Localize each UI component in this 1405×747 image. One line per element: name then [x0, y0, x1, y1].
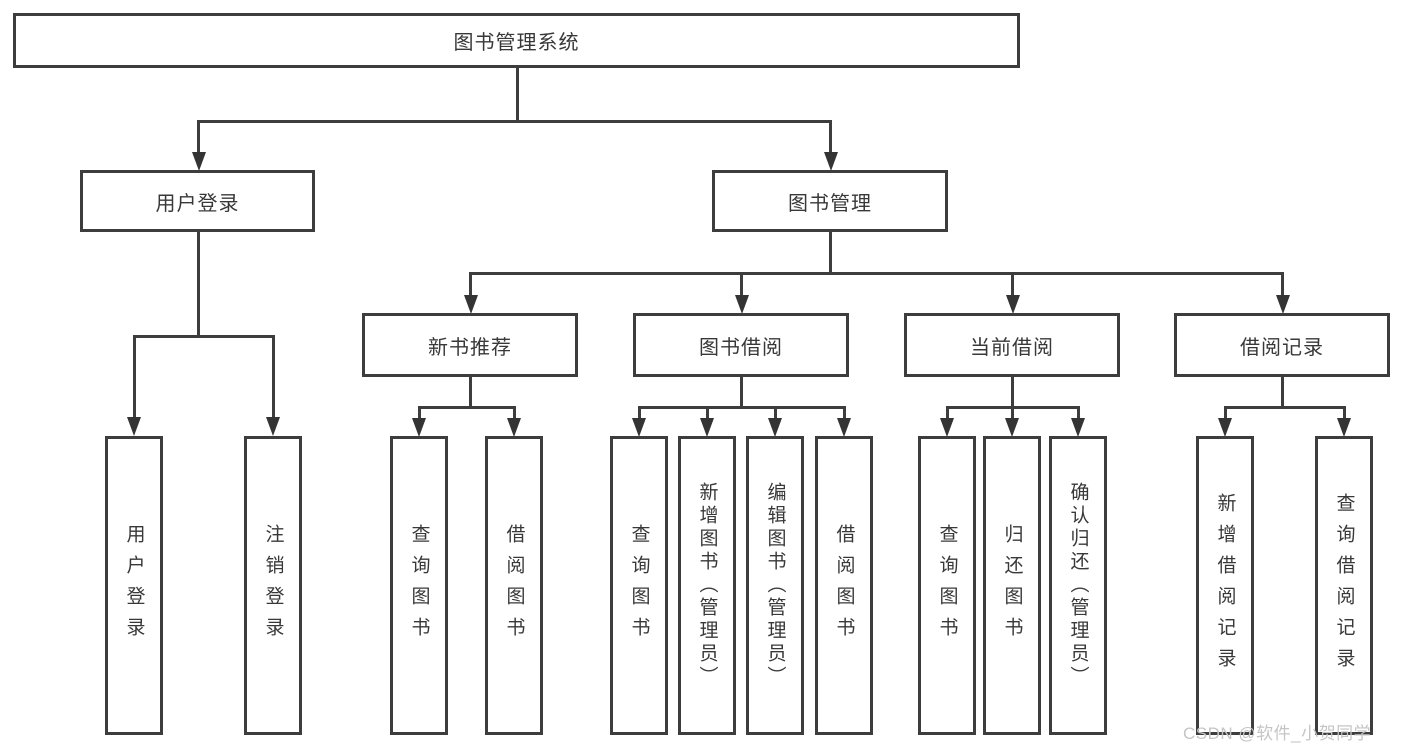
connector-line	[418, 406, 421, 418]
leaf-label: 查询图书	[408, 523, 430, 648]
leaf-label: 归还图书	[1001, 523, 1023, 648]
arrowhead-down-icon	[507, 418, 521, 437]
connector-line	[843, 406, 846, 418]
connector-line	[1281, 377, 1284, 406]
connector-line	[197, 232, 200, 335]
arrowhead-down-icon	[632, 418, 646, 437]
connector-line	[418, 406, 516, 409]
node-book-borrow: 图书借阅	[633, 313, 849, 377]
node-new-book-recommend: 新书推荐	[362, 313, 578, 377]
connector-line	[1224, 406, 1345, 409]
arrowhead-down-icon	[412, 418, 426, 437]
arrowhead-down-icon	[1276, 295, 1290, 314]
connector-line	[1077, 406, 1080, 418]
connector-line	[1011, 377, 1014, 406]
connector-line	[1343, 406, 1346, 418]
connector-line	[638, 406, 641, 418]
connector-line	[133, 335, 136, 417]
node-label: 新书推荐	[428, 336, 512, 359]
leaf-label: 注销登录	[262, 523, 284, 648]
connector-line	[740, 272, 743, 295]
connector-line	[946, 406, 949, 418]
connector-line	[469, 272, 1283, 275]
leaf-query-borrow-record: 查询借阅记录	[1315, 436, 1373, 735]
node-label: 当前借阅	[970, 336, 1054, 359]
arrowhead-down-icon	[1005, 418, 1019, 437]
leaf-borrow-books-recommend: 借阅图书	[485, 436, 543, 735]
arrowhead-down-icon	[464, 295, 478, 314]
arrowhead-down-icon	[266, 417, 280, 436]
connector-line	[469, 272, 472, 295]
arrowhead-down-icon	[1218, 418, 1232, 437]
arrowhead-down-icon	[735, 295, 749, 314]
leaf-add-books-admin: 新增图书（管理员）	[678, 436, 736, 735]
node-label: 图书管理	[788, 192, 872, 215]
leaf-label: 编辑图书（管理员）	[764, 482, 786, 689]
arrowhead-down-icon	[768, 418, 782, 437]
leaf-label: 借阅图书	[833, 523, 855, 648]
node-label: 图书管理系统	[453, 32, 580, 54]
node-label: 用户登录	[155, 192, 240, 215]
leaf-label: 新增借阅记录	[1214, 492, 1236, 679]
leaf-query-books-current: 查询图书	[918, 436, 976, 735]
node-current-borrow: 当前借阅	[904, 313, 1120, 377]
connector-line	[469, 377, 472, 406]
connector-line	[516, 68, 519, 120]
node-label: 图书借阅	[699, 336, 783, 359]
arrowhead-down-icon	[1071, 418, 1085, 437]
connector-line	[1011, 272, 1014, 295]
leaf-label: 查询图书	[936, 523, 958, 648]
leaf-return-books: 归还图书	[983, 436, 1041, 735]
arrowhead-down-icon	[192, 152, 206, 171]
connector-line	[638, 406, 846, 409]
leaf-user-login: 用户登录	[105, 436, 163, 735]
connector-line	[706, 406, 709, 418]
leaf-label: 用户登录	[123, 523, 145, 648]
connector-line	[774, 406, 777, 418]
connector-line	[740, 377, 743, 406]
leaf-label: 新增图书（管理员）	[696, 482, 718, 689]
node-borrow-records: 借阅记录	[1174, 313, 1390, 377]
leaf-edit-books-admin: 编辑图书（管理员）	[746, 436, 804, 735]
connector-line	[133, 335, 275, 338]
arrowhead-down-icon	[837, 418, 851, 437]
csdn-watermark: CSDN @软件_小贺同学	[1183, 724, 1372, 743]
leaf-query-books-recommend: 查询图书	[390, 436, 448, 735]
leaf-label: 查询图书	[628, 523, 650, 648]
connector-line	[829, 120, 832, 152]
connector-line	[197, 120, 200, 152]
connector-line	[1011, 406, 1014, 418]
node-book-management-branch: 图书管理	[712, 170, 948, 232]
leaf-query-books-borrow: 查询图书	[610, 436, 668, 735]
leaf-confirm-return-admin: 确认归还（管理员）	[1049, 436, 1107, 735]
node-label: 借阅记录	[1240, 336, 1324, 359]
leaf-label: 借阅图书	[503, 523, 525, 648]
leaf-borrow-books: 借阅图书	[815, 436, 873, 735]
arrowhead-down-icon	[1006, 295, 1020, 314]
arrowhead-down-icon	[700, 418, 714, 437]
arrowhead-down-icon	[940, 418, 954, 437]
leaf-label: 查询借阅记录	[1333, 492, 1355, 679]
connector-line	[1281, 272, 1284, 295]
connector-line	[197, 120, 832, 123]
connector-line	[272, 335, 275, 417]
connector-line	[829, 232, 832, 272]
arrowhead-down-icon	[1337, 418, 1351, 437]
leaf-label: 确认归还（管理员）	[1067, 482, 1089, 689]
node-root-library-system: 图书管理系统	[13, 13, 1020, 68]
arrowhead-down-icon	[824, 152, 838, 171]
leaf-logout: 注销登录	[244, 436, 302, 735]
arrowhead-down-icon	[127, 417, 141, 436]
node-user-login-branch: 用户登录	[80, 170, 315, 232]
connector-line	[1224, 406, 1227, 418]
leaf-add-borrow-record: 新增借阅记录	[1196, 436, 1254, 735]
connector-line	[513, 406, 516, 418]
